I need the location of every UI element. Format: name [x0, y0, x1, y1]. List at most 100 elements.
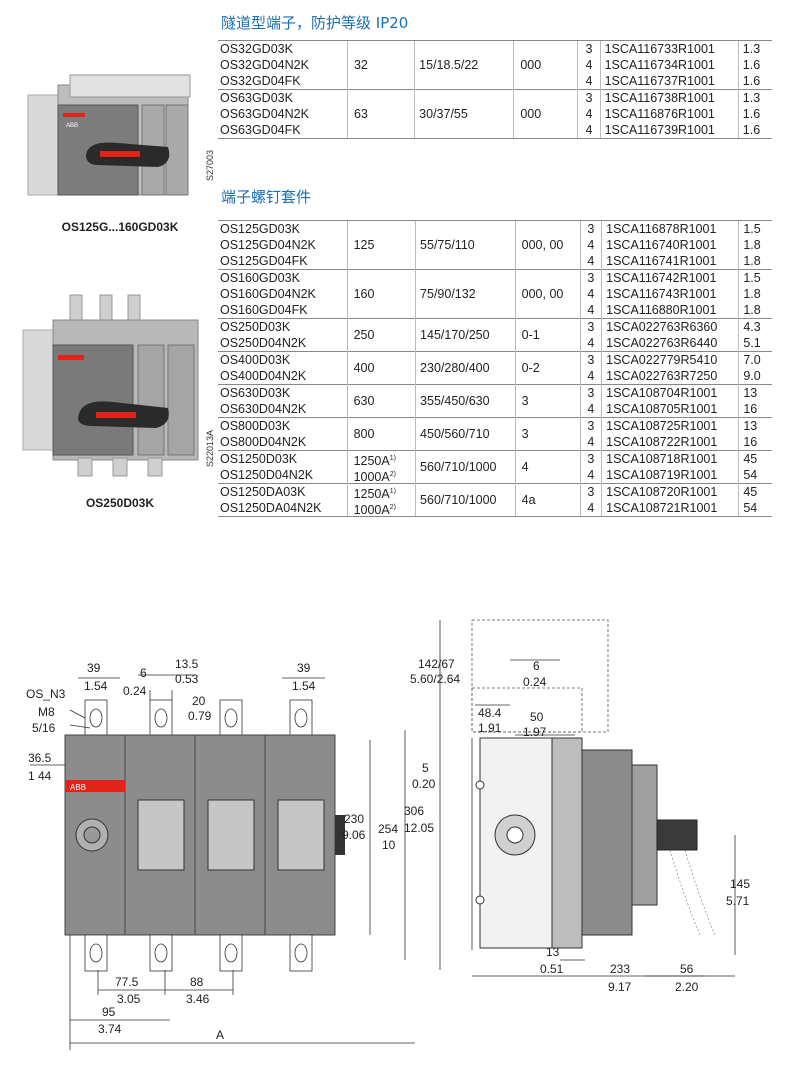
frame-cell: 4a: [514, 483, 581, 517]
abb-logo-front: ABB: [70, 783, 86, 792]
product-image-bottom: [18, 290, 208, 480]
section2-title: 端子螺钉套件: [221, 188, 312, 206]
dim-13-in: 0.51: [540, 962, 564, 976]
label-os-n3: OS_N3: [26, 687, 66, 701]
section1-title: 隧道型端子，防护等级 IP20: [221, 14, 409, 32]
dim-254: 254: [378, 822, 398, 836]
dim-230-in: 9.06: [342, 828, 366, 842]
current-cell: 32: [346, 40, 415, 90]
current-cell: 63: [346, 89, 415, 139]
frame-cell: 000: [513, 89, 578, 139]
dim-36-5: 36.5: [28, 751, 52, 765]
dim-39b-in: 1.54: [292, 679, 316, 693]
frame-cell: 3: [514, 417, 581, 451]
power-cell: 15/18.5/22: [414, 40, 514, 90]
current-cell: 250: [346, 318, 416, 352]
dim-20-in: 0.79: [188, 709, 212, 723]
dim-side-6-in: 0.24: [523, 675, 547, 689]
dim-20: 20: [192, 694, 206, 708]
frame-cell: 000, 00: [514, 269, 581, 319]
frame-cell: 0-1: [514, 318, 581, 352]
dim-side-6: 6: [533, 659, 540, 673]
power-cell: 355/450/630: [415, 384, 516, 418]
photo-code-bottom: S22013A: [205, 430, 215, 468]
frame-cell: 3: [514, 384, 581, 418]
dim-306-in: 12.05: [404, 821, 434, 835]
caption-bottom: OS250D03K: [85, 496, 155, 510]
dim-a: A: [216, 1028, 224, 1042]
dim-6: 6: [140, 666, 147, 680]
frame-cell: 4: [514, 450, 581, 484]
dim-95: 95: [102, 1005, 116, 1019]
dim-13-5-in: 0.53: [175, 672, 199, 686]
power-cell: 230/280/400: [415, 351, 516, 385]
frame-cell: 0-2: [514, 351, 581, 385]
current-cell: 630: [346, 384, 416, 418]
dim-39a-in: 1.54: [84, 679, 108, 693]
dim-233-in: 9.17: [608, 980, 632, 994]
dim-142-67-in: 5.60/2.64: [410, 672, 460, 686]
dim-142-67: 142/67: [418, 657, 455, 671]
label-m8-in: 5/16: [32, 721, 56, 735]
dim-13: 13: [546, 945, 560, 959]
current-cell: 800: [346, 417, 416, 451]
current-cell: 400: [346, 351, 416, 385]
current-cell: 1250A1)1000A2): [346, 450, 416, 484]
abb-logo: ABB: [66, 123, 78, 129]
current-cell: 1250A1)1000A2): [346, 483, 416, 517]
product-image-top: ABB: [18, 55, 208, 215]
current-cell: 125: [346, 220, 416, 270]
dim-39a: 39: [87, 661, 101, 675]
dim-48-4: 48.4: [478, 706, 502, 720]
power-cell: 560/710/1000: [415, 450, 516, 484]
dim-36-5-in: 1 44: [28, 769, 52, 783]
caption-top: OS125G...160GD03K: [61, 220, 179, 234]
dim-56-in: 2.20: [675, 980, 699, 994]
power-cell: 55/75/110: [415, 220, 516, 270]
current-cell: 160: [346, 269, 416, 319]
dim-77-5: 77.5: [115, 975, 139, 989]
dim-39b: 39: [297, 661, 311, 675]
dim-13-5: 13.5: [175, 657, 199, 671]
frame-cell: 000, 00: [514, 220, 581, 270]
front-view-drawing: ABB: [20, 650, 420, 1060]
dim-77-5-in: 3.05: [117, 992, 141, 1006]
power-cell: 30/37/55: [414, 89, 514, 139]
dim-233: 233: [610, 962, 630, 976]
